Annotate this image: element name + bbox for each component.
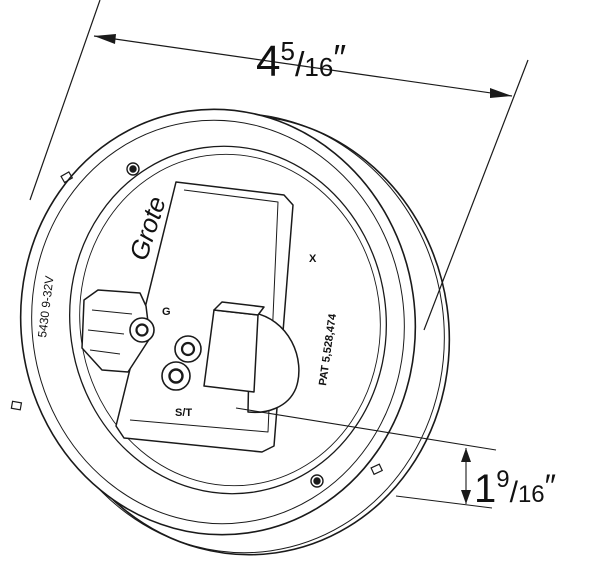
depth-arrow-bottom: [461, 490, 471, 504]
flange-notch: [10, 400, 23, 411]
extension-line-right: [423, 59, 529, 331]
mount-hole-top-inner: [129, 165, 137, 173]
stop-tail-post-core: [168, 368, 184, 384]
depth-arrow-top: [461, 448, 471, 462]
flange-notch: [60, 171, 74, 184]
center-post-core: [180, 341, 196, 357]
terminal-posts: [129, 317, 202, 391]
housing-face: [69, 145, 387, 495]
mount-hole-bottom-inner: [313, 477, 321, 485]
x-mark: X: [309, 253, 317, 265]
depth-leader-bottom: [395, 495, 493, 509]
depth-label: 19/16″: [474, 466, 556, 511]
stop-tail-label: S/T: [175, 407, 192, 419]
mount-holes: [126, 162, 324, 488]
flange-notches: [10, 171, 384, 476]
slide-clip: [203, 309, 259, 393]
slide-clip-top: [213, 301, 265, 316]
diameter-label: 45/16″: [256, 36, 346, 86]
front-flange-inner: [31, 119, 405, 525]
depth-dimension: [235, 407, 497, 509]
ground-label: G: [162, 306, 171, 318]
flange-notch: [370, 463, 384, 476]
diameter-dimension-line: [93, 35, 513, 97]
depth-leader-top: [235, 407, 497, 451]
connector-housing: [81, 181, 300, 453]
ground-post-core: [135, 323, 149, 337]
arrowhead-right: [490, 88, 512, 98]
housing-face-inner: [79, 153, 381, 487]
terminal-block-left-lines: [87, 309, 133, 355]
arrowhead-left: [94, 34, 116, 44]
diameter-dimension: [29, 0, 529, 331]
extension-line-left: [29, 0, 101, 201]
connector-pod-lip: [129, 189, 279, 433]
